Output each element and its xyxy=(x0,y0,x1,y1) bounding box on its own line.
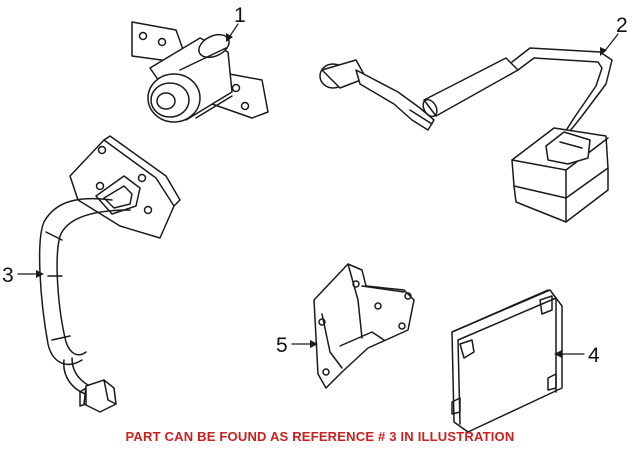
arrowhead-1 xyxy=(226,33,233,42)
callout-leaders xyxy=(17,23,619,355)
part-1-sensor xyxy=(131,21,269,123)
callout-3: 3 xyxy=(2,264,14,287)
leader-2 xyxy=(603,33,619,53)
callout-arrowheads xyxy=(36,33,607,358)
reference-note: PART CAN BE FOUND AS REFERENCE # 3 IN IL… xyxy=(125,429,515,444)
callout-1: 1 xyxy=(234,4,246,27)
callout-5: 5 xyxy=(276,334,288,357)
leader-1 xyxy=(229,23,239,37)
callout-2: 2 xyxy=(616,14,628,37)
part-4-module xyxy=(451,289,563,433)
arrowhead-5 xyxy=(310,340,318,348)
arrowhead-2 xyxy=(600,47,607,56)
part-2-actuator xyxy=(319,47,613,223)
arrowhead-4 xyxy=(554,350,562,358)
part-5-bracket xyxy=(313,263,415,389)
arrowhead-3 xyxy=(36,270,44,278)
part-3-harness xyxy=(38,135,181,413)
callout-4: 4 xyxy=(588,344,600,367)
